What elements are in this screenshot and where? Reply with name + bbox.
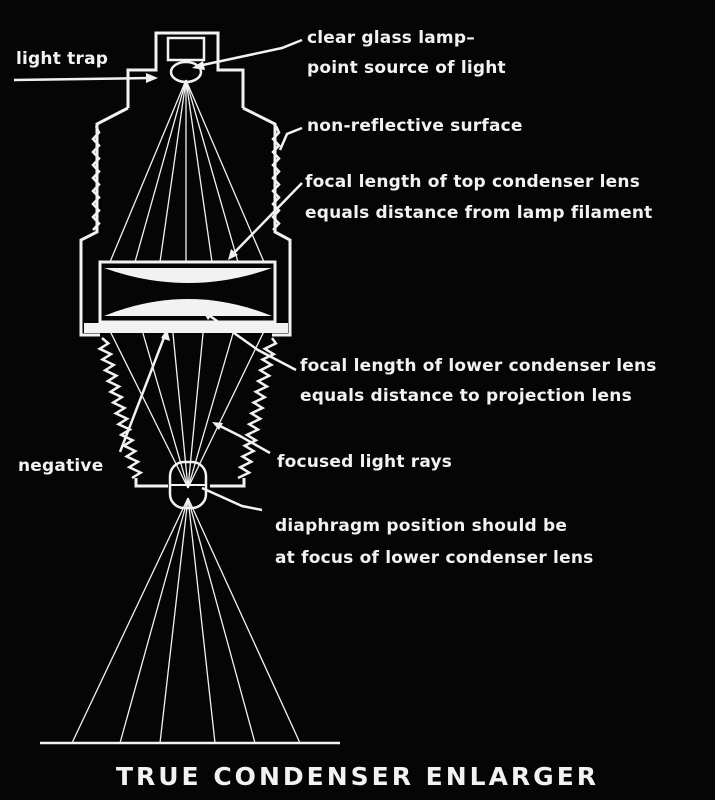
ray-lower-0 — [105, 322, 189, 489]
label-top-condenser-line1: focal length of top condenser lens — [305, 172, 641, 192]
ray-lower-2 — [171, 322, 189, 489]
condenser-cell — [98, 260, 277, 324]
ray-lower-5 — [187, 322, 269, 489]
top-condenser-lens — [104, 268, 272, 283]
lamp-housing — [126, 31, 245, 108]
label-lamp-line1: clear glass lamp– — [307, 28, 475, 48]
ray-lower-4 — [187, 322, 237, 489]
ray-lower-3 — [187, 322, 205, 489]
label-diaphragm-line2: at focus of lower condenser lens — [275, 548, 594, 568]
ray-lower-1 — [139, 322, 189, 489]
label-lamp-line2: point source of light — [307, 58, 506, 78]
ray-projected-2 — [159, 497, 189, 744]
arrowheads — [146, 61, 238, 430]
lower-condenser-lens — [104, 299, 272, 316]
housing-serration-left — [91, 125, 101, 231]
ray-upper-6 — [185, 79, 265, 263]
bellows-right — [237, 337, 278, 480]
label-light-trap: light trap — [16, 49, 109, 69]
lamp-bulb — [169, 60, 203, 84]
ray-projected-1 — [119, 497, 189, 744]
light-trap-box — [166, 36, 206, 62]
ray-upper-5 — [185, 79, 239, 263]
label-non-reflective: non-reflective surface — [307, 116, 523, 136]
lens-board — [134, 478, 246, 488]
leader-lines — [13, 38, 303, 512]
bellows-left — [97, 337, 144, 480]
label-lower-condenser-line2: equals distance to projection lens — [300, 386, 632, 406]
ray-upper-1 — [134, 79, 187, 263]
label-negative: negative — [18, 456, 104, 476]
ray-upper-2 — [159, 79, 187, 263]
ray-projected-0 — [71, 497, 189, 744]
label-focused-rays: focused light rays — [277, 452, 453, 472]
label-lower-condenser-line1: focal length of lower condenser lens — [300, 356, 657, 376]
label-top-condenser-line2: equals distance from lamp filament — [305, 203, 653, 223]
housing-serration-right — [271, 125, 281, 231]
ray-projected-5 — [187, 497, 301, 744]
ray-projected-3 — [187, 497, 216, 744]
diagram-title: TRUE CONDENSER ENLARGER — [115, 762, 600, 791]
ray-projected-4 — [187, 497, 256, 744]
upper-housing — [79, 106, 129, 337]
upper-housing-right — [242, 106, 292, 337]
label-diaphragm-line1: diaphragm position should be — [275, 516, 568, 536]
ray-upper-0 — [109, 79, 187, 263]
ray-upper-4 — [185, 79, 213, 263]
negative-carrier — [84, 323, 288, 333]
